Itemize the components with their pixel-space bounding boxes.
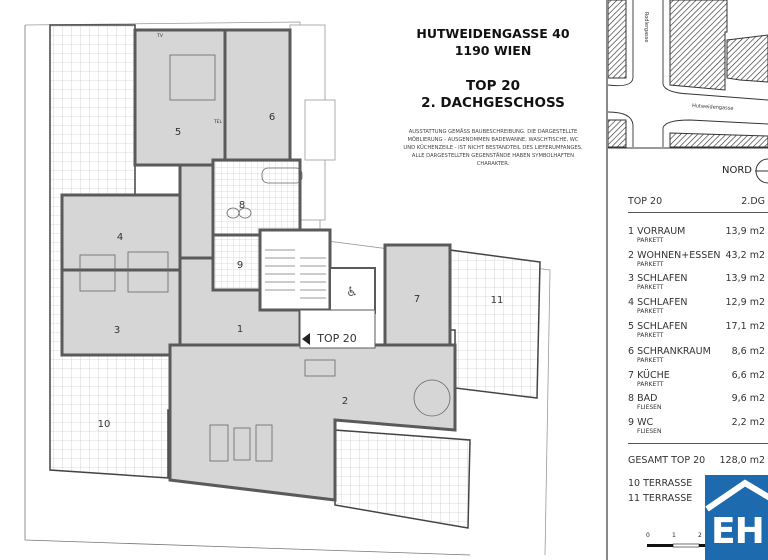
room-flooring: PARKETT: [637, 284, 664, 291]
total-label: GESAMT TOP 20: [628, 455, 706, 466]
room-area: 2,2 m2: [731, 417, 765, 428]
scale-tick: 1: [672, 532, 676, 539]
legend-floor: 2.DG: [741, 196, 765, 207]
room-label-9: 9: [237, 260, 243, 271]
room-label-5: 5: [175, 127, 181, 138]
terrace-label: 11 TERRASSE: [628, 493, 693, 504]
scale-tick: 2: [698, 532, 702, 539]
disclaimer-text: AUSSTATTUNG GEMÄSS BAUBESCHREIBUNG. DIE …: [403, 129, 583, 167]
room-area: 43,2 m2: [725, 250, 765, 261]
entrance-label: TOP 20: [316, 332, 357, 345]
logo-text: EH: [711, 511, 765, 552]
room-flooring: FLIESEN: [637, 404, 662, 411]
scale-tick: 0: [646, 532, 650, 539]
room-area: 8,6 m2: [731, 346, 765, 357]
room-7: [383, 243, 452, 347]
room-flooring: PARKETT: [637, 381, 664, 388]
city-title: 1190 WIEN: [454, 43, 532, 58]
room-area: 13,9 m2: [725, 226, 765, 237]
room-label-10: 10: [98, 419, 111, 430]
north-label: NORD: [722, 165, 752, 176]
room-5: [133, 28, 227, 167]
terrace-bottom: [334, 429, 471, 529]
room-label-1: 1: [237, 324, 243, 335]
stairwell: [258, 228, 332, 312]
room-name: 8 BAD: [628, 393, 658, 404]
room-9-wc: [211, 233, 262, 292]
room-name: 1 VORRAUM: [628, 226, 686, 237]
room-name: 2 WOHNEN+ESSEN: [628, 250, 721, 261]
terrace-11: [449, 249, 541, 399]
eh-logo: EH: [705, 475, 768, 560]
room-flooring: PARKETT: [637, 357, 664, 364]
room-label-4: 4: [117, 232, 123, 243]
tv-label: TV: [156, 33, 164, 39]
room-label-7: 7: [414, 294, 420, 305]
room-label-8: 8: [239, 200, 245, 211]
elevator: [329, 267, 376, 314]
room-label-3: 3: [114, 325, 120, 336]
room-area: 6,6 m2: [731, 370, 765, 381]
terrace-label: 10 TERRASSE: [628, 478, 693, 489]
room-flooring: PARKETT: [637, 308, 664, 315]
location-map: Rodlergasse Hutweidengasse: [607, 0, 768, 149]
room-area: 13,9 m2: [725, 273, 765, 284]
tel-label: TEL: [213, 119, 223, 125]
room-area: 17,1 m2: [725, 321, 765, 332]
room-name: 3 SCHLAFEN: [628, 273, 688, 284]
unit-title: TOP 20: [465, 78, 521, 94]
floor-title: 2. DACHGESCHOSS: [421, 95, 565, 111]
street-rodlergasse: Rodlergasse: [643, 12, 649, 42]
room-3: [60, 268, 182, 357]
room-label-11: 11: [491, 295, 504, 306]
legend-divider: [628, 212, 768, 213]
room-label-6: 6: [269, 112, 275, 123]
divider-line: [606, 0, 608, 560]
room-6: [223, 28, 292, 162]
room-flooring: FLIESEN: [637, 428, 662, 435]
legend-divider: [628, 443, 768, 444]
room-area: 12,9 m2: [725, 297, 765, 308]
total-area: 128,0 m2: [719, 455, 765, 466]
north-arrow-icon: [755, 158, 768, 184]
room-name: 7 KÜCHE: [628, 370, 670, 381]
room-label-2: 2: [342, 396, 348, 407]
room-flooring: PARKETT: [637, 332, 664, 339]
room-2: [168, 343, 457, 502]
address-title: HUTWEIDENGASSE 40: [416, 26, 570, 41]
street-hutweidengasse: Hutweidengasse: [692, 103, 734, 112]
entrance-area: [299, 309, 376, 349]
furniture: [79, 54, 451, 462]
room-name: 5 SCHLAFEN: [628, 321, 688, 332]
room-name: 6 SCHRANKRAUM: [628, 346, 711, 357]
room-flooring: PARKETT: [637, 237, 664, 244]
room-8-bath: [211, 158, 302, 237]
room-flooring: PARKETT: [637, 261, 664, 268]
scale-bar: [647, 543, 705, 548]
room-name: 4 SCHLAFEN: [628, 297, 688, 308]
room-area: 9,6 m2: [731, 393, 765, 404]
roof-icon: [705, 479, 768, 512]
entrance-arrow-icon: [302, 333, 310, 345]
room-name: 9 WC: [628, 417, 654, 428]
legend-unit: TOP 20: [628, 196, 663, 207]
accessible-icon: ♿: [346, 285, 358, 300]
